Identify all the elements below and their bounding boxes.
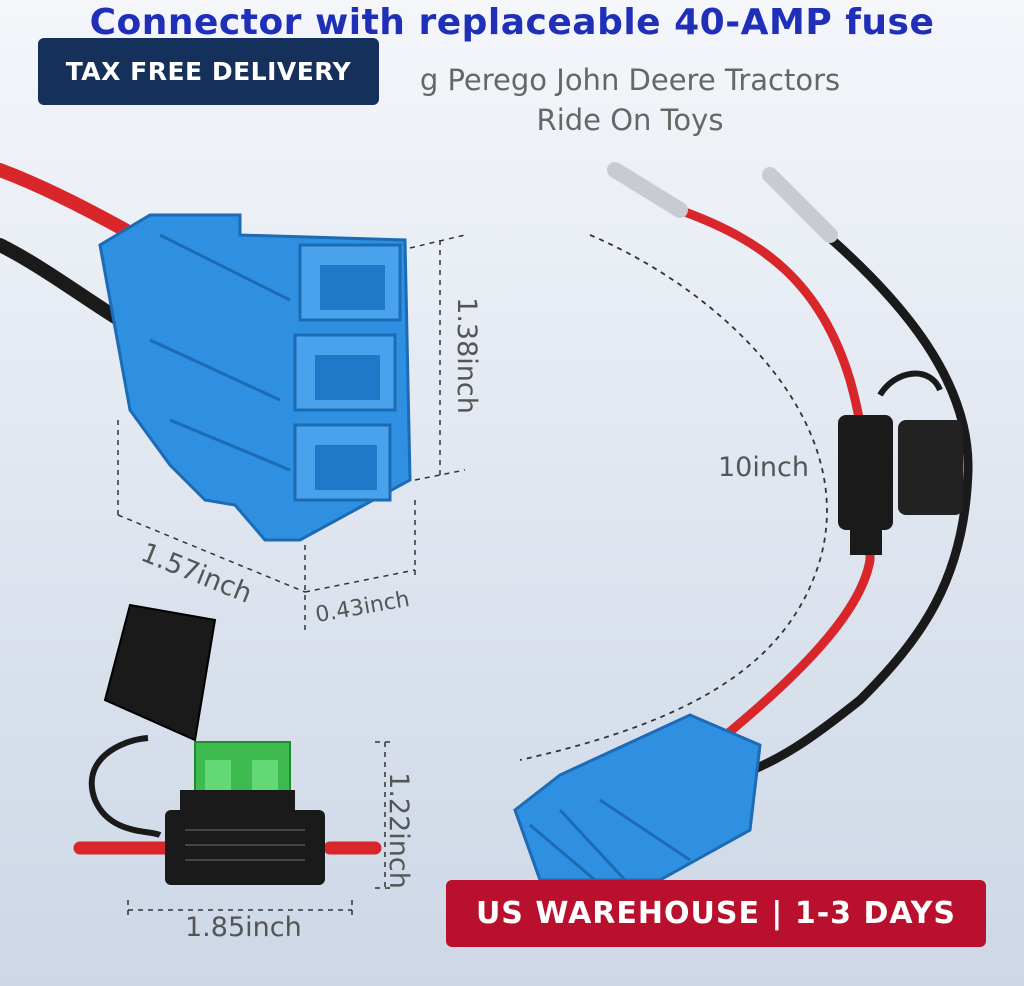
cable-length-arc xyxy=(519,234,828,761)
subtitle: g Perego John Deere Tractors Ride On Toy… xyxy=(360,60,900,140)
connector-wires-left xyxy=(0,163,132,327)
blue-connector-small xyxy=(513,713,762,882)
blue-connector-large xyxy=(98,213,412,542)
connector-height-label: 1.38inch xyxy=(450,297,482,414)
fuse-dimension-lines xyxy=(127,741,395,920)
inline-fuse-holder xyxy=(838,370,963,555)
subtitle-line-2: Ride On Toys xyxy=(536,103,724,137)
fuse-holder-open xyxy=(73,603,382,885)
connector-dimension-lines xyxy=(117,234,466,630)
subtitle-line-1: g Perego John Deere Tractors xyxy=(419,63,841,97)
us-warehouse-badge: US WAREHOUSE | 1-3 DAYS xyxy=(446,880,986,947)
page-title: Connector with replaceable 40-AMP fuse xyxy=(89,2,935,43)
tax-free-delivery-badge: TAX FREE DELIVERY xyxy=(38,38,379,105)
fuse-width-label: 1.85inch xyxy=(185,912,302,943)
cable-length-label: 10inch xyxy=(718,452,809,483)
fuse-height-label: 1.22inch xyxy=(382,772,414,889)
